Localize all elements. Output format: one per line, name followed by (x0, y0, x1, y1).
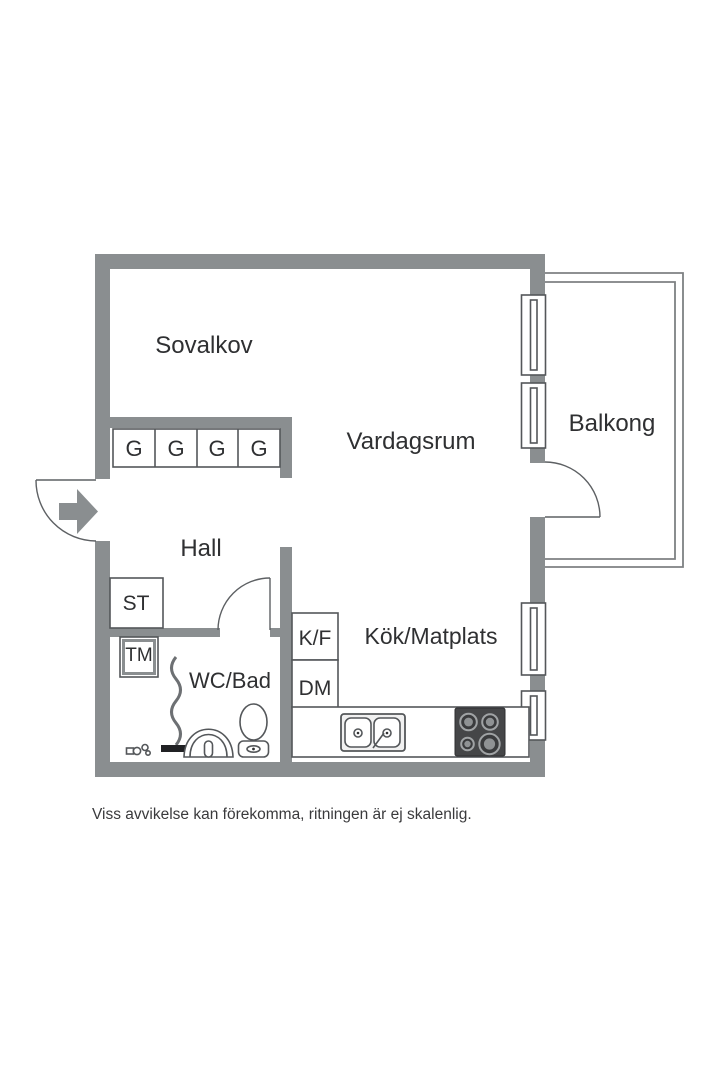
shower-curtain-icon (170, 656, 182, 746)
kitchen-sink-icon (340, 713, 406, 752)
toilet-icon (237, 703, 270, 758)
room-label-vardagsrum: Vardagsrum (347, 428, 476, 455)
entry-door-arc (35, 479, 97, 542)
room-label-kok-matplats: Kök/Matplats (365, 623, 498, 649)
window-icon-living-2 (520, 382, 547, 449)
fridge-freezer-box (291, 612, 339, 661)
fridge-freezer-label: K/F (299, 627, 332, 650)
wall-right-bottom (530, 740, 545, 777)
wall-left-upper (95, 254, 110, 479)
fridge-freezer: K/F (291, 612, 339, 661)
wall-wc-top-stub (270, 628, 284, 637)
room-label-sovalkov: Sovalkov (155, 332, 252, 359)
room-label-hall: Hall (180, 535, 221, 562)
balcony-inner-line (545, 281, 676, 560)
window-icon-kitchen-1 (520, 602, 547, 676)
interior-walls (108, 417, 292, 762)
wall-right-mid (530, 517, 545, 603)
room-label-wc-bad: WC/Bad (189, 668, 271, 693)
windows (520, 294, 547, 741)
wc-door-arc (217, 577, 271, 631)
st-closet: ST (109, 577, 164, 629)
tm-washing-machine: TM (119, 636, 159, 678)
wall-sovalkov-bottom (108, 417, 292, 428)
room-labels: Sovalkov Vardagsrum Balkong Hall WC/Bad … (155, 332, 655, 693)
wardrobe-label: G (167, 436, 184, 461)
dishwasher-label: DM (299, 677, 332, 700)
faucet-icon (372, 732, 385, 749)
wall-top (95, 254, 545, 269)
dishwasher: DM (291, 659, 339, 709)
st-closet-box (109, 577, 164, 629)
wardrobe-label: G (125, 436, 142, 461)
shower-mixer-icon (125, 743, 152, 756)
tm-washing-machine-box (119, 636, 159, 678)
stove-icon (454, 707, 506, 757)
wall-bottom (95, 762, 545, 777)
wall-wardrobe-stub (280, 417, 292, 478)
wardrobe-row: G G G G (112, 428, 281, 468)
entry-arrow-icon (59, 489, 98, 534)
wall-hall-kitchen-divider (280, 547, 292, 762)
wall-right-window-stub-3 (530, 675, 545, 691)
shower-rail-icon (161, 745, 188, 752)
tm-washing-machine-label: TM (125, 645, 152, 666)
balcony-outer-line (545, 272, 684, 568)
balcony-outline (545, 272, 684, 568)
balcony-door-arc (544, 461, 601, 518)
wall-right-window-stub-2 (530, 448, 545, 463)
st-closet-label: ST (123, 592, 150, 615)
room-label-balkong: Balkong (569, 410, 656, 437)
dishwasher-box (291, 659, 339, 709)
bathroom-fixtures: TM (119, 636, 270, 758)
washbasin-icon (183, 728, 234, 758)
wall-right-window-stub-1 (530, 375, 545, 383)
wardrobe-label: G (208, 436, 225, 461)
window-icon-living-1 (520, 294, 547, 376)
kitchen-fixtures: K/F DM (291, 612, 530, 758)
wall-left-lower (95, 541, 110, 777)
wardrobe-label: G (250, 436, 267, 461)
tm-washing-machine-inner (122, 639, 156, 675)
outer-walls (95, 254, 545, 777)
doors (35, 461, 601, 631)
wall-wc-top-left (110, 628, 220, 637)
wall-right-top (530, 254, 545, 295)
footnote-disclaimer: Viss avvikelse kan förekomma, ritningen … (92, 806, 472, 823)
